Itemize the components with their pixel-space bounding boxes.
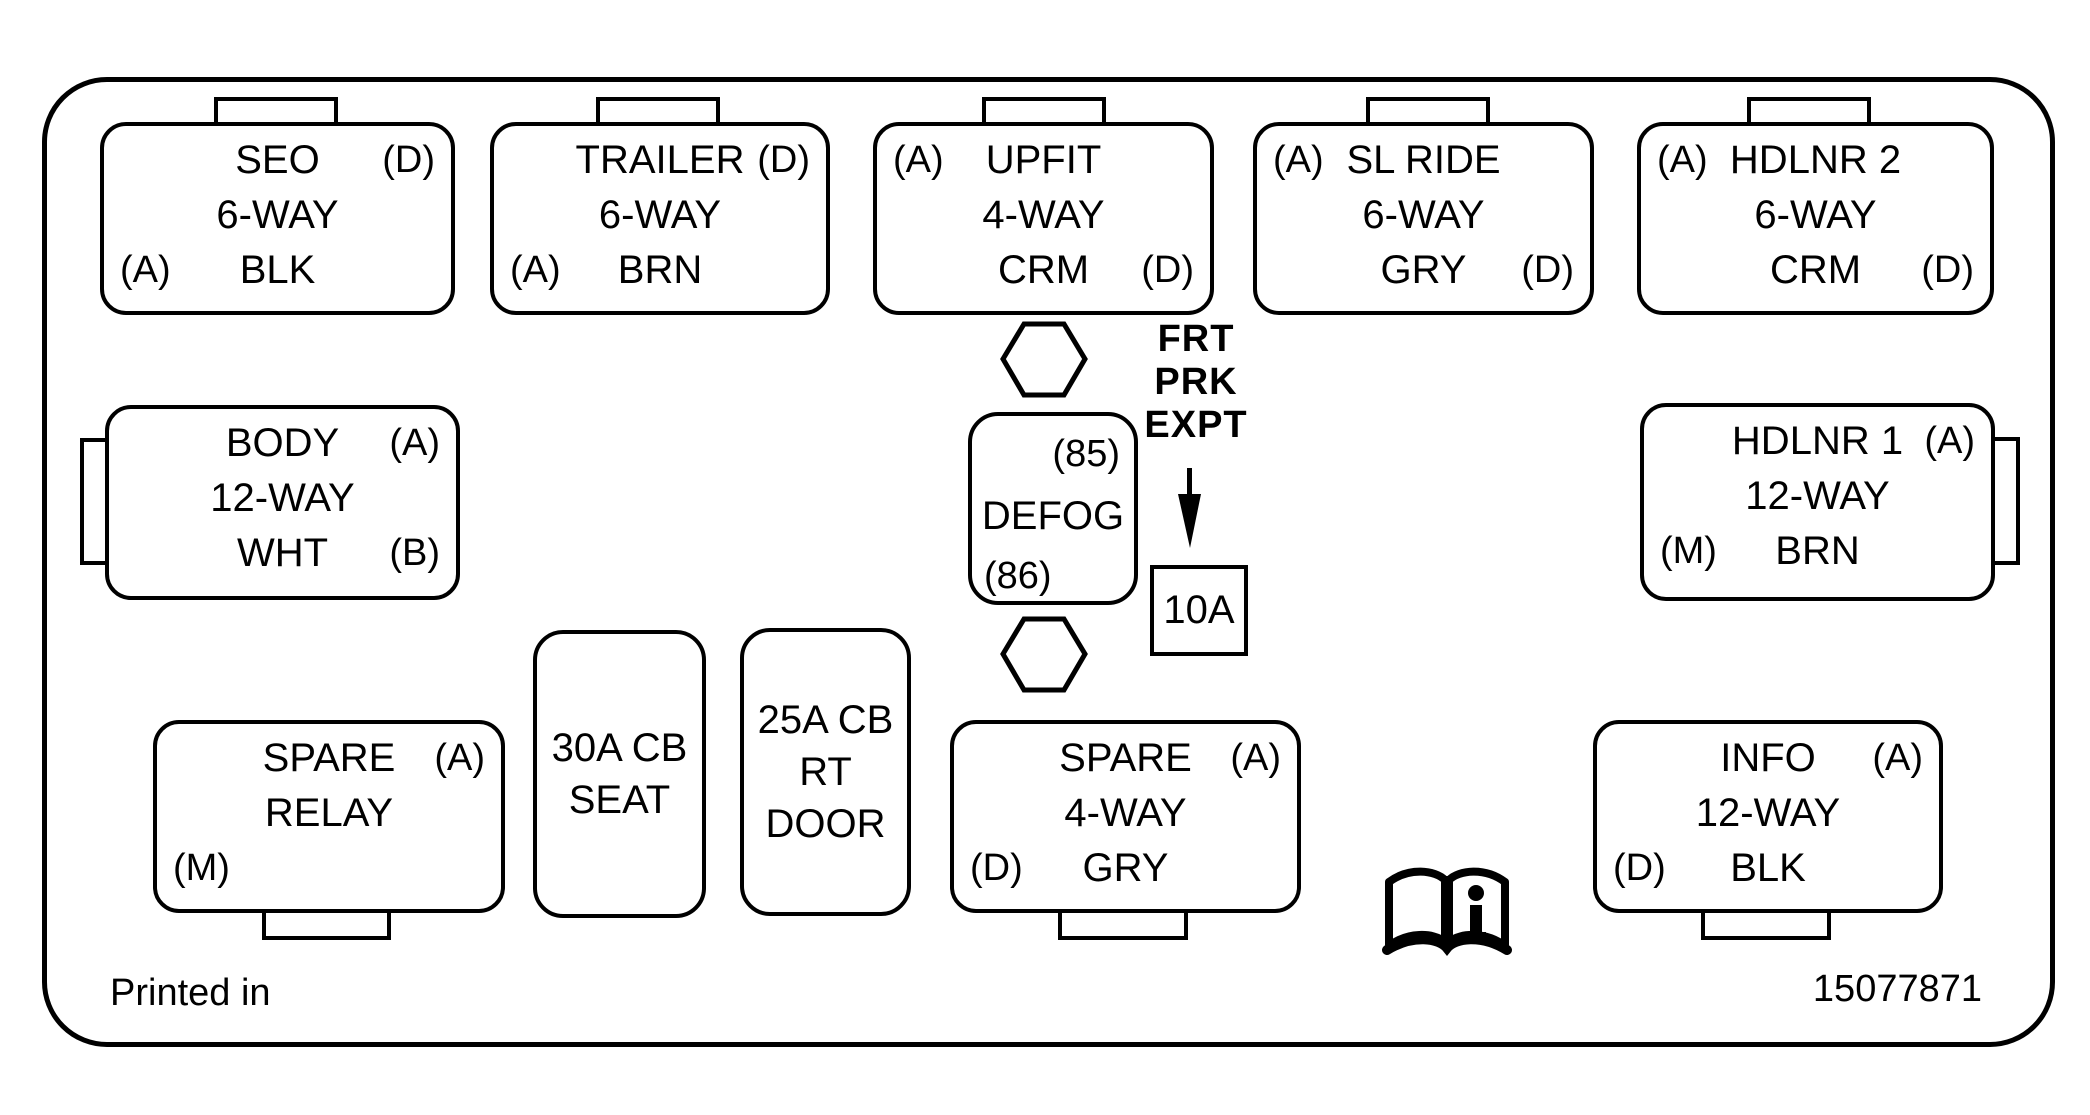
connector-trailer: (D) (A) TRAILER 6-WAY BRN: [490, 122, 830, 315]
part-number: 15077871: [1812, 968, 1982, 1010]
cb30-label: SEAT: [568, 778, 671, 822]
spare-relay-bottom-left-label: (M): [173, 847, 230, 889]
defog-pin86-label: (86): [984, 555, 1052, 597]
connector-seo-bottom-left-label: (A): [120, 249, 171, 291]
connector-hdlnr1-color: BRN: [1775, 529, 1860, 573]
connector-sl-ride-bottom-right-label: (D): [1521, 249, 1574, 291]
connector-trailer-ways: 6-WAY: [598, 193, 722, 237]
connector-seo: (D) (A) SEO 6-WAY BLK: [100, 122, 455, 315]
info-top-right-label: (A): [1872, 737, 1923, 779]
connector-seo-name: SEO: [235, 138, 320, 182]
connector-sl-ride-ways: 6-WAY: [1362, 193, 1485, 237]
hex-stud-icon: [1000, 321, 1088, 398]
hex-stud-icon: [1000, 616, 1088, 693]
callout-line-frt: FRT: [1157, 318, 1235, 360]
connector-upfit-top-left-label: (A): [893, 139, 944, 181]
connector-seo-color: BLK: [239, 248, 316, 292]
connector-hdlnr1-ways: 12-WAY: [1745, 474, 1890, 518]
connector-hdlnr2-color: CRM: [1769, 248, 1862, 292]
connector-hdlnr2-name: HDLNR 2: [1729, 138, 1902, 182]
connector-body-bottom-right-label: (B): [389, 532, 440, 574]
connector-trailer-color: BRN: [617, 248, 703, 292]
connector-upfit-ways: 4-WAY: [982, 193, 1105, 237]
connector-body-top-right-label: (A): [389, 422, 440, 464]
info-name: INFO: [1720, 736, 1816, 780]
fuse-10a: 10A: [1150, 565, 1248, 656]
info-bottom-left-label: (D): [1613, 847, 1666, 889]
connector-seo-ways: 6-WAY: [216, 193, 339, 237]
spare4-ways: 4-WAY: [1064, 791, 1187, 835]
circuit-breaker-30a-seat: 30A CB SEAT: [533, 630, 706, 918]
connector-sl-ride-top-left-label: (A): [1273, 139, 1324, 181]
connector-seo-top-right-label: (D): [382, 139, 435, 181]
connector-body-ways: 12-WAY: [210, 476, 355, 520]
connector-spare4: (A) (D) SPARE 4-WAY GRY: [950, 720, 1301, 913]
connector-trailer-name: TRAILER: [575, 138, 745, 182]
connector-body: (A) (B) BODY 12-WAY WHT: [105, 405, 460, 600]
connector-body-color: WHT: [236, 531, 329, 575]
spare4-bottom-left-label: (D): [970, 847, 1023, 889]
down-arrow-icon: [1178, 468, 1201, 548]
connector-spare-relay: (A) (M) SPARE RELAY: [153, 720, 505, 913]
cb30-rating: 30A CB: [551, 726, 688, 770]
connector-upfit-bottom-right-label: (D): [1141, 249, 1194, 291]
spare4-top-right-label: (A): [1230, 737, 1281, 779]
spare4-color: GRY: [1082, 846, 1169, 890]
spare-relay-top-right-label: (A): [434, 737, 485, 779]
fuse-10a-label: 10A: [1163, 588, 1235, 632]
open-book-info-icon: [1382, 867, 1512, 956]
connector-upfit: (A) (D) UPFIT 4-WAY CRM: [873, 122, 1214, 315]
connector-hdlnr1-top-right-label: (A): [1924, 420, 1975, 462]
spare-relay-name-line2: RELAY: [264, 791, 394, 835]
cb25-label-line2: DOOR: [765, 802, 886, 846]
connector-hdlnr2-bottom-right-label: (D): [1921, 249, 1974, 291]
spare-relay-name-line1: SPARE: [262, 736, 396, 780]
connector-trailer-top-right-label: (D): [757, 139, 810, 181]
connector-sl-ride: (A) (D) SL RIDE 6-WAY GRY: [1253, 122, 1594, 315]
defog-relay: (85) DEFOG (86): [968, 412, 1138, 605]
circuit-breaker-25a-rt-door: 25A CB RT DOOR: [740, 628, 911, 916]
connector-sl-ride-name: SL RIDE: [1346, 138, 1501, 182]
frt-prk-expt-callout: FRT PRK EXPT: [1144, 318, 1248, 447]
defog-label: DEFOG: [981, 494, 1125, 538]
cb25-rating: 25A CB: [757, 698, 894, 742]
connector-sl-ride-color: GRY: [1380, 248, 1467, 292]
connector-info: (A) (D) INFO 12-WAY BLK: [1593, 720, 1943, 913]
spare4-name: SPARE: [1059, 736, 1192, 780]
printed-in-label: Printed in: [110, 972, 271, 1014]
callout-line-expt: EXPT: [1144, 404, 1248, 446]
info-ways: 12-WAY: [1695, 791, 1841, 835]
connector-upfit-color: CRM: [997, 248, 1090, 292]
connector-hdlnr2-ways: 6-WAY: [1754, 193, 1877, 237]
info-color: BLK: [1730, 846, 1806, 890]
cb25-label-line1: RT: [799, 750, 852, 794]
callout-line-prk: PRK: [1154, 361, 1238, 403]
connector-hdlnr1-name: HDLNR 1: [1731, 419, 1904, 463]
connector-hdlnr1: (A) (M) HDLNR 1 12-WAY BRN: [1640, 403, 1995, 601]
connector-hdlnr2: (A) (D) HDLNR 2 6-WAY CRM: [1637, 122, 1994, 315]
defog-pin85-label: (85): [1052, 433, 1120, 475]
connector-body-name: BODY: [225, 421, 340, 465]
connector-hdlnr2-top-left-label: (A): [1657, 139, 1708, 181]
connector-trailer-bottom-left-label: (A): [510, 249, 561, 291]
connector-upfit-name: UPFIT: [985, 138, 1102, 182]
connector-hdlnr1-bottom-left-label: (M): [1660, 530, 1717, 572]
